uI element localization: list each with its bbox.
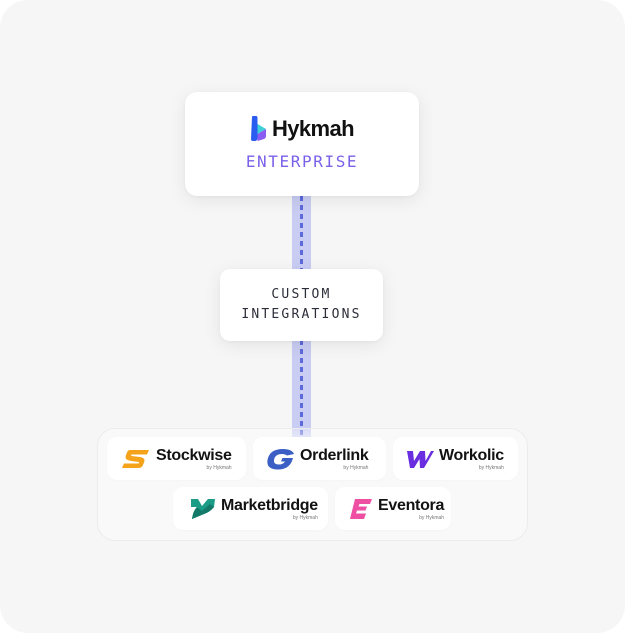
app-name: Stockwise bbox=[156, 446, 232, 464]
enterprise-tier-label: ENTERPRISE bbox=[245, 152, 359, 171]
marketbridge-logo-icon bbox=[191, 498, 215, 519]
app-vendor-label: by Hykmah bbox=[478, 464, 504, 471]
app-vendor-label: by Hykmah bbox=[343, 464, 369, 471]
eventora-logo-icon bbox=[350, 498, 372, 519]
enterprise-card: Hykmah ENTERPRISE bbox=[185, 92, 419, 196]
brand-name: Hykmah bbox=[272, 116, 355, 141]
connector-dashed-line bbox=[300, 340, 303, 452]
app-tile-eventora: Eventora by Hykmah bbox=[335, 487, 451, 530]
connector-dashed-line bbox=[300, 196, 303, 270]
app-name: Orderlink bbox=[300, 446, 369, 464]
app-tile-stockwise: Stockwise by Hykmah bbox=[107, 437, 246, 480]
app-tile-marketbridge: Marketbridge by Hykmah bbox=[173, 487, 328, 530]
orderlink-logo-icon bbox=[267, 448, 294, 469]
workolic-logo-icon bbox=[407, 450, 434, 468]
custom-integrations-line-2: INTEGRATIONS bbox=[241, 307, 362, 322]
app-name: Marketbridge bbox=[221, 496, 318, 514]
custom-integrations-line-1: CUSTOM bbox=[271, 287, 332, 302]
app-tile-orderlink: Orderlink by Hykmah bbox=[253, 437, 386, 480]
hykmah-brand: Hykmah bbox=[250, 116, 355, 142]
hykmah-logo-icon bbox=[251, 116, 266, 141]
app-vendor-label: by Hykmah bbox=[419, 514, 445, 521]
connector-enterprise-to-custom bbox=[292, 196, 311, 270]
custom-integrations-card: CUSTOM INTEGRATIONS bbox=[220, 269, 383, 341]
app-vendor-label: by Hykmah bbox=[292, 514, 318, 521]
app-name: Workolic bbox=[439, 446, 504, 464]
app-tile-workolic: Workolic by Hykmah bbox=[393, 437, 518, 480]
stockwise-logo-icon bbox=[122, 449, 149, 468]
app-vendor-label: by Hykmah bbox=[206, 464, 232, 471]
app-name: Eventora bbox=[378, 496, 445, 514]
